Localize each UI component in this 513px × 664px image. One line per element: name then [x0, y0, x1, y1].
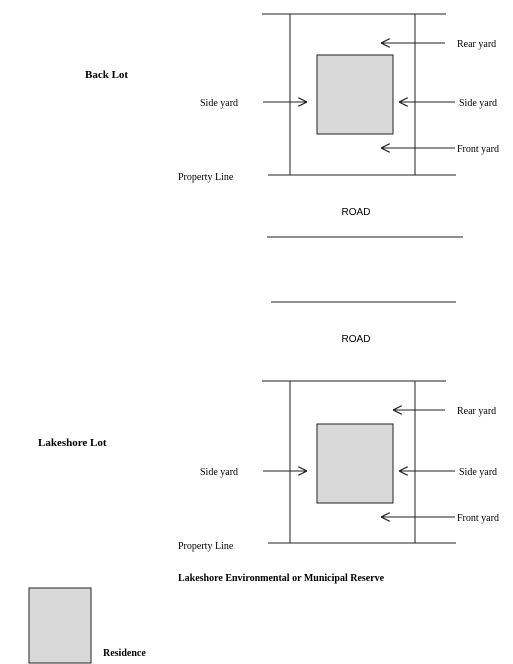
back-lot-left-side-yard-label: Side yard — [200, 98, 238, 109]
lakeshore-lot-title: Lakeshore Lot — [38, 437, 107, 449]
legend-residence-label: Residence — [103, 648, 146, 659]
lakeshore-lot-left-side-yard-label: Side yard — [200, 467, 238, 478]
back-lot-diagram: Back Lot Rear yard Side yard Side yard F… — [85, 13, 499, 183]
lakeshore-lot-right-side-yard-label: Side yard — [459, 467, 497, 478]
lakeshore-lot-front-yard-label: Front yard — [457, 513, 499, 524]
back-lot-front-yard-label: Front yard — [457, 144, 499, 155]
back-lot-rear-yard-label: Rear yard — [457, 39, 496, 50]
upper-road-label: ROAD — [342, 207, 371, 218]
back-lot-property-line-label: Property Line — [178, 172, 234, 183]
legend-residence-swatch — [28, 587, 92, 664]
legend: Residence — [28, 587, 146, 664]
lower-road-label: ROAD — [342, 334, 371, 345]
lakeshore-lot-rear-yard-label: Rear yard — [457, 406, 496, 417]
lakeshore-lot-residence — [316, 423, 394, 504]
back-lot-residence — [316, 54, 394, 135]
back-lot-title: Back Lot — [85, 69, 128, 81]
lakeshore-lot-property-line-label: Property Line — [178, 541, 234, 552]
lakeshore-lot-diagram: Lakeshore Lot Rear yard Side yard Side y… — [38, 380, 499, 584]
back-lot-right-side-yard-label: Side yard — [459, 98, 497, 109]
road-section: ROAD ROAD — [267, 207, 463, 345]
lakeshore-reserve-label: Lakeshore Environmental or Municipal Res… — [178, 573, 385, 584]
